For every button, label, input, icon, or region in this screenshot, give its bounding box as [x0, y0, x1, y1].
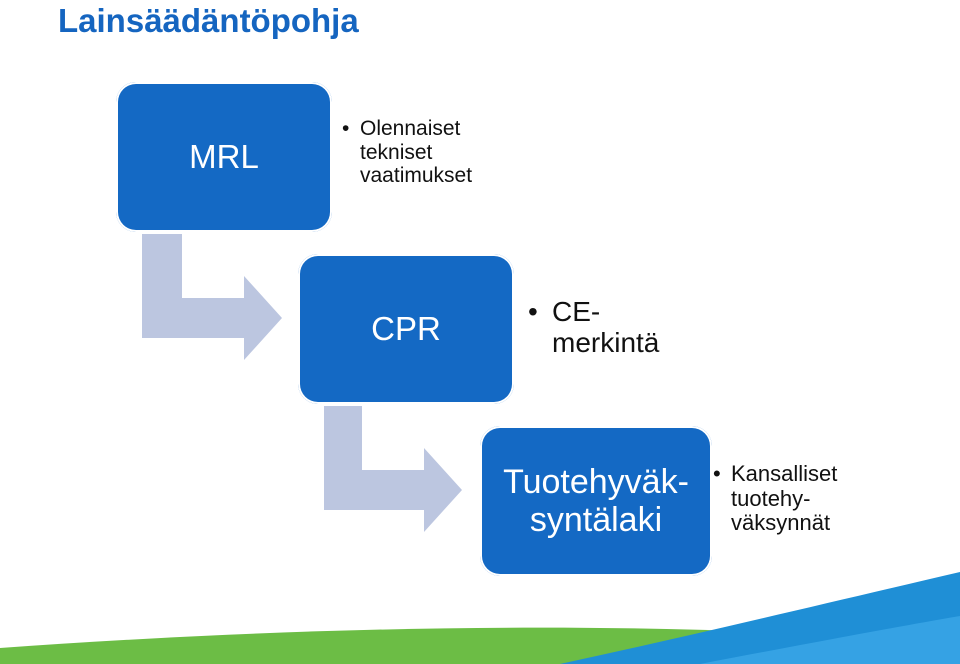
step-bullet-mrl: Olennaiset tekniset vaatimukset [342, 117, 472, 188]
step-box-cpr: CPR [298, 254, 514, 404]
step-label-tuotehyvaksyntalaki: Tuotehyväk- syntälaki [503, 462, 689, 539]
step-box-mrl: MRL [116, 82, 332, 232]
step-label-mrl: MRL [189, 137, 259, 175]
connector-arrow-1 [142, 234, 282, 360]
page-title: Lainsäädäntöpohja [58, 2, 359, 39]
swoosh-light-blue [700, 616, 960, 664]
step-box-tuotehyvaksyntalaki: Tuotehyväk- syntälaki [480, 426, 712, 576]
connector-arrow-2 [324, 406, 462, 532]
step-bullet-tuotehyvaksyntalaki: Kansalliset tuotehy- väksynnät [713, 461, 837, 536]
step-label-cpr: CPR [371, 309, 441, 347]
step-bullet-cpr: CE- merkintä [528, 296, 659, 359]
